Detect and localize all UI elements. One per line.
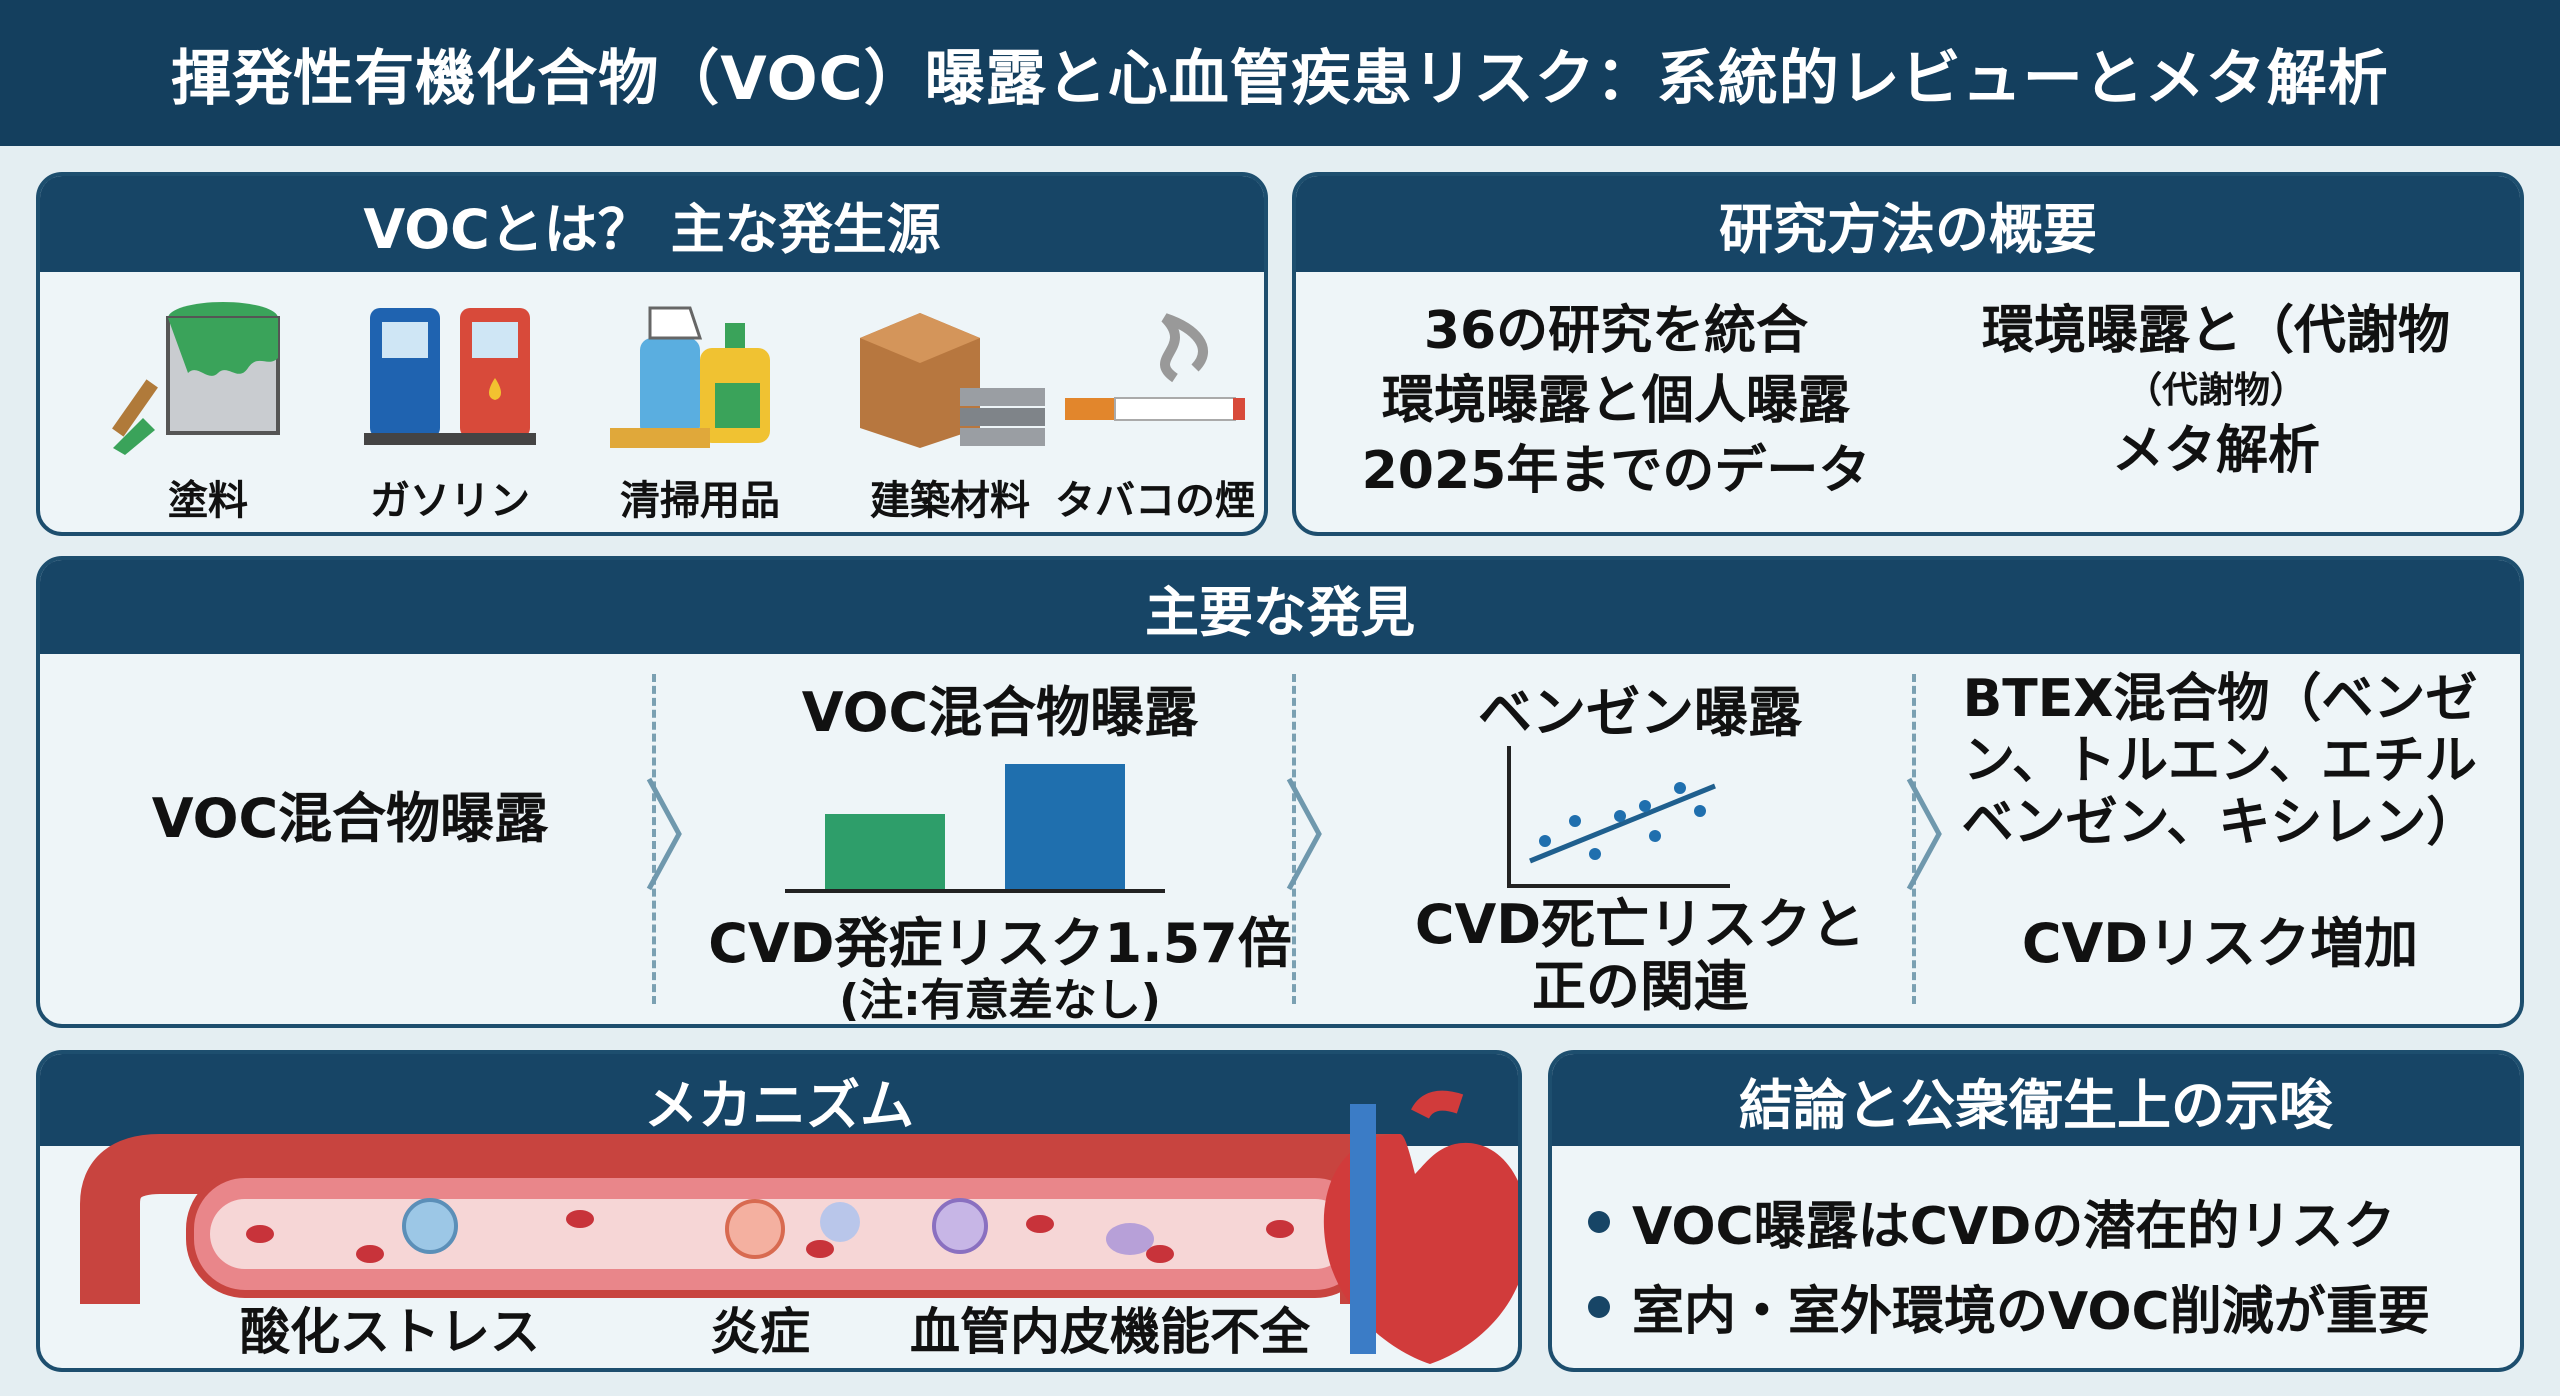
blood-vessel-illustration	[80, 1090, 1518, 1364]
finding4-title-line: ベンゼン、キシレン）	[1961, 793, 2479, 853]
source-gasoline: ガソリン	[330, 274, 570, 532]
mechanism-panel: メカニズム 酸化ストレス 炎症 血管内皮機能不全	[36, 1050, 1522, 1372]
risk-bar-chart	[785, 764, 1165, 893]
sources-panel: VOCとは？ 主な発生源 塗料 ガソリン 清掃用品 建築材料 タバコの煙	[36, 172, 1268, 536]
source-label: ガソリン	[370, 478, 530, 524]
cleaning-products-icon	[610, 306, 770, 448]
methods-item: 環境曝露と個人曝露	[1381, 371, 1850, 431]
cigarette-icon	[1065, 313, 1245, 421]
bullet-icon	[1588, 1295, 1610, 1318]
methods-item: （代謝物）	[2125, 370, 2306, 411]
divider	[1912, 674, 1916, 1004]
divider	[652, 674, 656, 1004]
methods-left: 36の研究を統合 環境曝露と個人曝露 2025年までのデータ	[1336, 296, 1896, 506]
building-materials-icon	[860, 313, 1045, 448]
source-cleaning: 清掃用品	[580, 274, 820, 532]
methods-panel: 研究方法の概要 36の研究を統合 環境曝露と個人曝露 2025年までのデータ 環…	[1292, 172, 2524, 536]
methods-header: 研究方法の概要	[1296, 176, 2520, 272]
finding3-result-line: 正の関連	[1532, 955, 1748, 1018]
mechanism-inflammation: 炎症	[710, 1303, 810, 1361]
finding-voc-mixture: VOC混合物曝露	[151, 787, 549, 850]
paint-can-icon	[112, 302, 280, 455]
conclusion-bullet: 室内・室外環境のVOC削減が重要	[1588, 1269, 2430, 1344]
methods-right: 環境曝露と（代謝物 （代謝物） メタ解析	[1936, 296, 2496, 486]
mechanism-header: メカニズム	[40, 1054, 1518, 1146]
methods-item: 環境曝露と（代謝物	[1981, 301, 2450, 361]
finding3-title: ベンゼン曝露	[1478, 681, 1802, 744]
risk-bar	[825, 814, 945, 889]
chevron-right-icon	[646, 777, 682, 891]
finding4-title-line: BTEX混合物（ベンゼ	[1962, 669, 2478, 729]
methods-item: 2025年までのデータ	[1361, 441, 1871, 501]
finding2-result: CVD発症リスク1.57倍	[708, 912, 1292, 975]
finding2-note: (注:有意差なし)	[839, 975, 1161, 1026]
sources-header: VOCとは？ 主な発生源	[40, 176, 1264, 272]
methods-item: メタ解析	[2111, 421, 2320, 481]
finding4-title-line: ン、トルエン、エチル	[1963, 731, 2477, 791]
finding3-result-line: CVD死亡リスクと	[1414, 893, 1866, 956]
methods-item: 36の研究を統合	[1423, 301, 1809, 361]
finding2-title: VOC混合物曝露	[801, 681, 1199, 744]
source-label: 塗料	[168, 478, 248, 524]
source-label: タバコの煙	[1055, 478, 1255, 524]
chevron-right-icon	[1286, 777, 1322, 891]
mechanism-oxidative-stress: 酸化ストレス	[240, 1303, 540, 1361]
findings-header: 主要な発見	[40, 560, 2520, 654]
finding3-result: CVD死亡リスクと 正の関連	[1320, 894, 1960, 1018]
finding4-title: BTEX混合物（ベンゼ ン、トルエン、エチル ベンゼン、キシレン）	[1940, 668, 2500, 854]
risk-bar	[1005, 764, 1125, 889]
mechanism-endothelial-dysfunction: 血管内皮機能不全	[910, 1303, 1310, 1361]
source-label: 建築材料	[870, 478, 1030, 524]
conclusion-bullet: VOC曝露はCVDの潜在的リスク	[1588, 1184, 2395, 1259]
source-tobacco: タバコの煙	[1040, 274, 1264, 532]
findings-panel: 主要な発見 VOC混合物曝露 VOC混合物曝露 CVD発症リスク1.57倍 (注…	[36, 556, 2524, 1028]
fuel-pump-icon	[364, 308, 536, 445]
bullet-text: VOC曝露はCVDの潜在的リスク	[1632, 1197, 2396, 1257]
bullet-text: 室内・室外環境のVOC削減が重要	[1632, 1282, 2430, 1342]
source-label: 清掃用品	[620, 478, 780, 524]
source-paint: 塗料	[88, 274, 328, 532]
page-title: 揮発性有機化合物（VOC）曝露と心血管疾患リスク：系統的レビューとメタ解析	[0, 0, 2560, 146]
finding4-result: CVDリスク増加	[2021, 912, 2419, 975]
scatter-trend-icon	[1507, 746, 1730, 888]
bullet-icon	[1588, 1210, 1610, 1233]
source-building: 建築材料	[830, 274, 1070, 532]
chevron-right-icon	[1906, 777, 1942, 891]
conclusion-header: 結論と公衆衛生上の示唆	[1552, 1054, 2520, 1146]
conclusion-panel: 結論と公衆衛生上の示唆 VOC曝露はCVDの潜在的リスク 室内・室外環境のVOC…	[1548, 1050, 2524, 1372]
divider	[1292, 674, 1296, 1004]
